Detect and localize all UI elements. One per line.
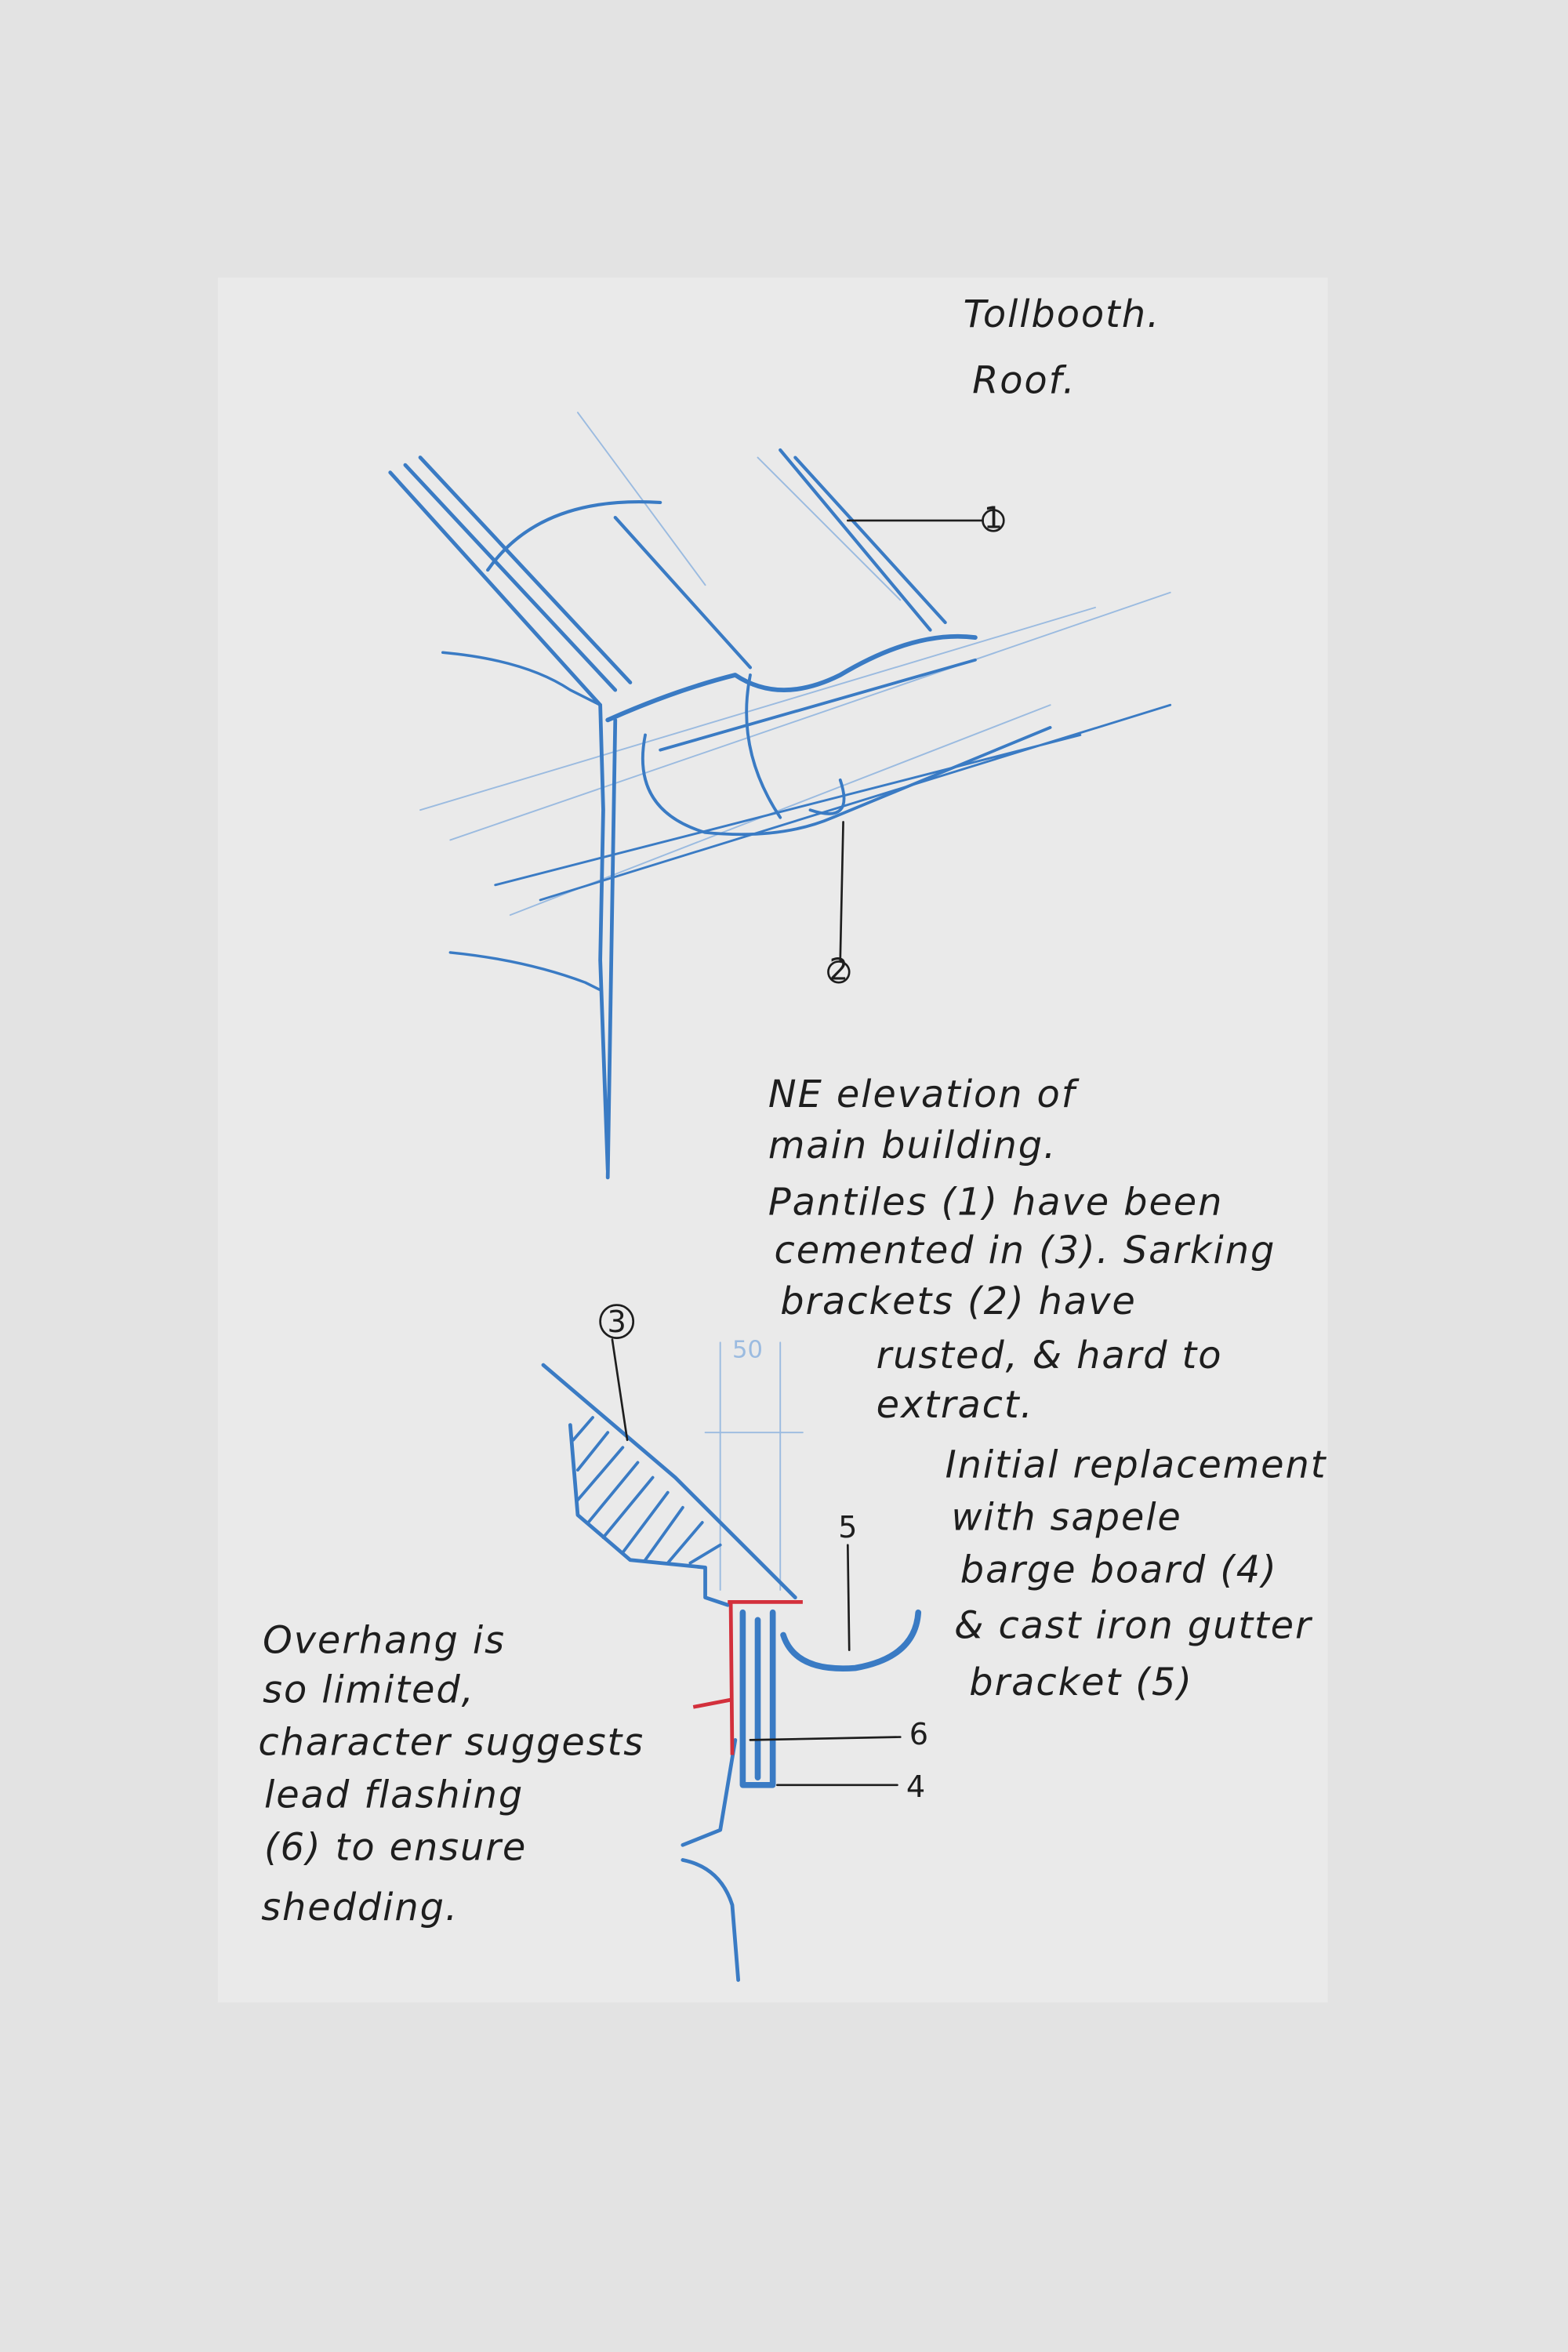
note-line: cemented in (3). Sarking <box>775 1229 1276 1272</box>
note-line: main building. <box>768 1124 1057 1167</box>
note-line: NE elevation of <box>768 1073 1080 1116</box>
note-line: Pantiles (1) have been <box>768 1181 1223 1225</box>
lead-flashing <box>692 1599 803 1755</box>
note-line: & cast iron gutter <box>954 1604 1313 1647</box>
note-line: extract. <box>877 1384 1034 1427</box>
eaves-section-sketch: 50 <box>541 1337 922 1982</box>
note-line: character suggests <box>258 1722 644 1765</box>
callout-4: 4 <box>906 1769 925 1805</box>
callout-circle-3 <box>599 1304 635 1339</box>
callout-5: 5 <box>838 1510 857 1545</box>
dimension-label: 50 <box>732 1337 763 1364</box>
note-line: rusted, & hard to <box>877 1334 1223 1377</box>
callout-circle-1 <box>982 509 1005 532</box>
note-line: with sapele <box>951 1497 1181 1540</box>
leader-line-2 <box>839 821 844 961</box>
note-line: Overhang is <box>263 1619 506 1662</box>
title-line-1: Tollbooth. <box>964 293 1160 336</box>
note-line: lead flashing <box>264 1773 524 1817</box>
note-line: Initial replacement <box>946 1444 1327 1487</box>
leader-line-6 <box>749 1736 902 1741</box>
replacement-note: Initial replacement with sapele barge bo… <box>946 1444 1327 1704</box>
ne-elevation-note: NE elevation of main building. Pantiles … <box>768 1073 1276 1427</box>
callout-1: 1 <box>984 500 1003 535</box>
note-line: barge board (4) <box>960 1548 1278 1592</box>
note-line: shedding. <box>261 1886 459 1929</box>
callout-2: 2 <box>829 952 848 987</box>
roof-perspective-sketch <box>388 412 1172 1180</box>
callout-circle-2 <box>827 960 851 984</box>
title-line-2: Roof. <box>972 359 1076 402</box>
note-line: so limited, <box>263 1669 475 1712</box>
note-line: (6) to ensure <box>264 1826 527 1869</box>
overhang-note: Overhang is so limited, character sugges… <box>258 1619 644 1929</box>
callout-3: 3 <box>607 1305 626 1340</box>
leader-line-5 <box>846 1544 851 1651</box>
note-line: bracket (5) <box>969 1661 1193 1704</box>
callout-6: 6 <box>909 1717 928 1752</box>
note-line: brackets (2) have <box>780 1280 1136 1323</box>
leader-line-3 <box>611 1338 629 1442</box>
